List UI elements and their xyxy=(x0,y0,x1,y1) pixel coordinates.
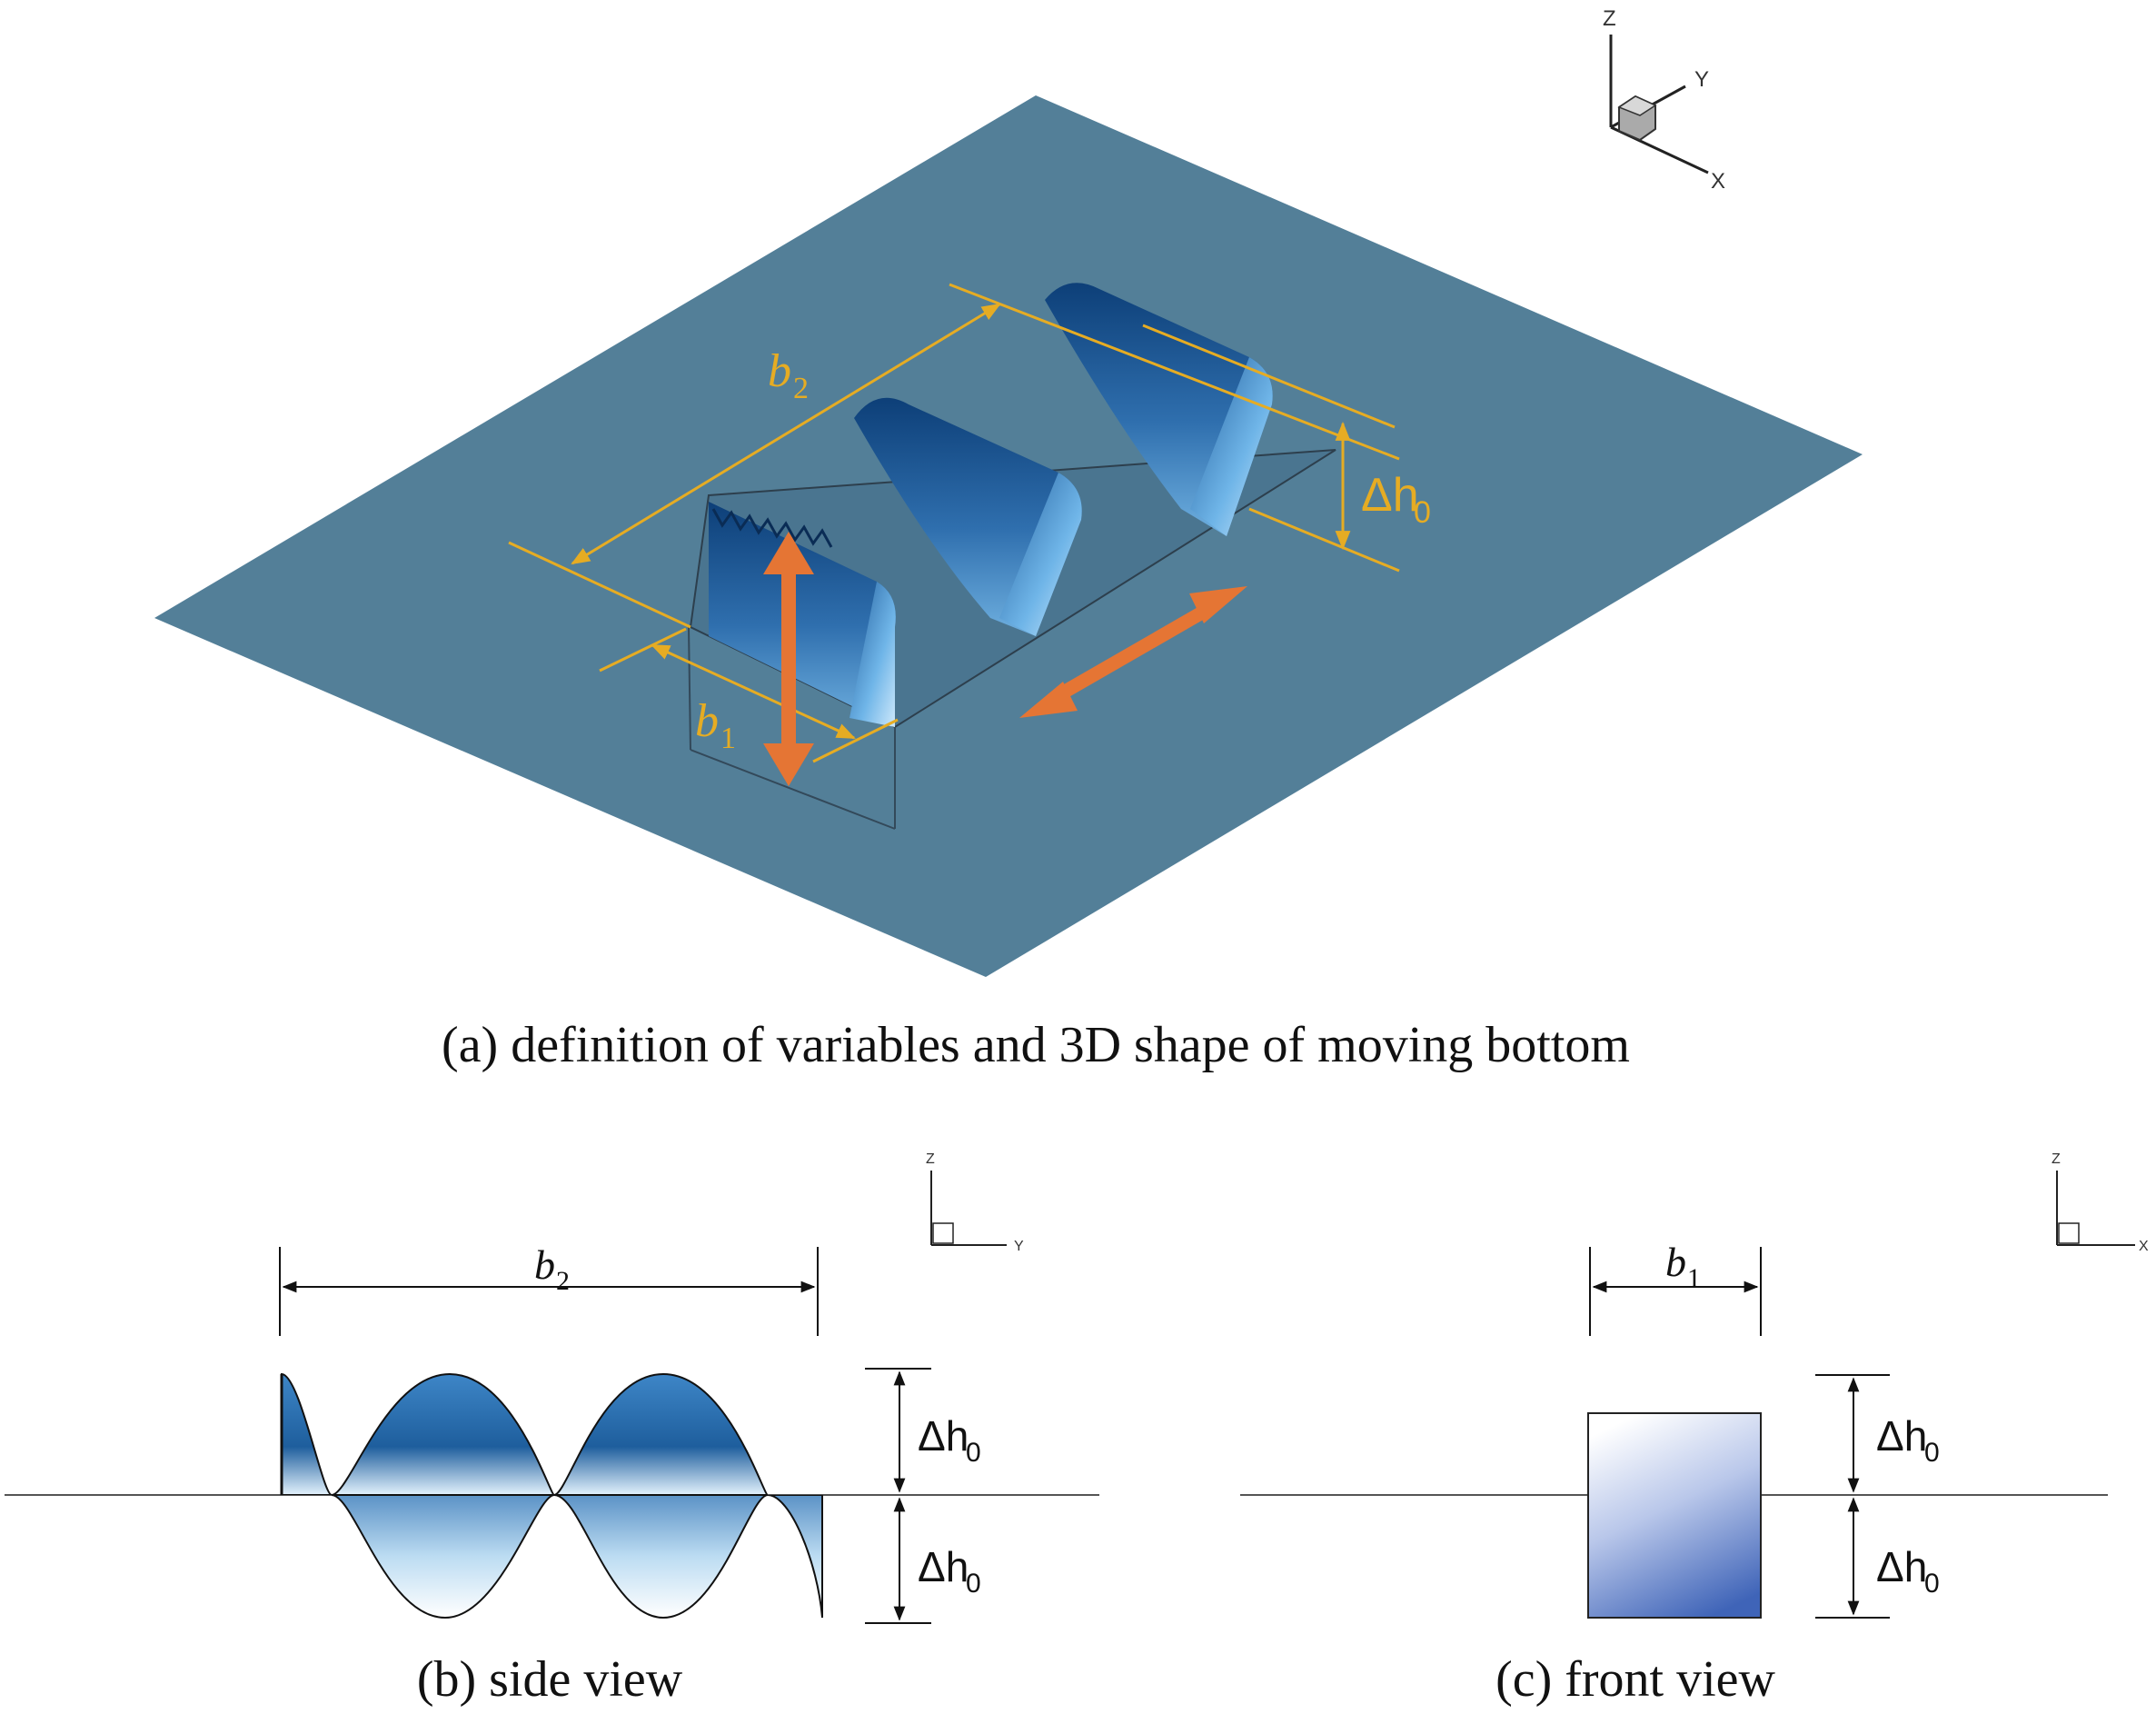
region-edge-line xyxy=(690,749,896,830)
dh0-upper-label: Δh xyxy=(918,1412,969,1460)
axis-triad-3d: Z Y X xyxy=(1603,6,1725,194)
caption-a: (a) definition of variables and 3D shape… xyxy=(442,1017,1630,1073)
b2-subscript: 2 xyxy=(793,372,809,405)
dh0-extension-line xyxy=(1142,324,1396,429)
dh0-lower-subscript: 0 xyxy=(1924,1569,1940,1599)
z-axis-label: Z xyxy=(2052,1151,2061,1167)
dh0-upper-label: Δh xyxy=(1876,1412,1927,1460)
b1-extension-line xyxy=(599,627,687,673)
x-axis-label: X xyxy=(1711,169,1725,194)
axis-triad-side: Z Y xyxy=(926,1151,1024,1254)
b1-dimension-arrow xyxy=(651,643,856,740)
trough-regions xyxy=(331,1495,823,1619)
dh0-upper-subscript: 0 xyxy=(966,1438,981,1468)
x-axis-label: X xyxy=(2139,1239,2149,1254)
vertical-motion-arrow xyxy=(763,532,814,786)
y-axis-label: Y xyxy=(1014,1239,1024,1254)
b2-label: b xyxy=(768,345,791,397)
dh0-lower-label: Δh xyxy=(918,1543,969,1590)
panel-b: b 2 Δh 0 Δh 0 Z Y xyxy=(5,1151,1099,1624)
b1-label: b xyxy=(1665,1239,1686,1285)
panel-a: b 2 b 1 Δh 0 Z xyxy=(154,6,1863,977)
b1-subscript: 1 xyxy=(720,722,736,755)
b1-subscript: 1 xyxy=(1687,1263,1701,1293)
b2-extension-line xyxy=(508,541,691,629)
z-axis-label: Z xyxy=(1603,6,1616,31)
dh0-upper-subscript: 0 xyxy=(1924,1438,1940,1468)
caption-b: (b) side view xyxy=(417,1651,683,1708)
front-block xyxy=(1587,1412,1762,1619)
caption-c: (c) front view xyxy=(1495,1651,1775,1708)
b1-label: b xyxy=(695,695,719,747)
dh0-subscript: 0 xyxy=(1414,495,1431,530)
crest-regions xyxy=(281,1372,769,1495)
z-axis-label: Z xyxy=(926,1151,935,1167)
dh0-label: Δh xyxy=(1361,469,1419,522)
panel-c: b 1 Δh 0 Δh 0 Z X xyxy=(1240,1151,2149,1619)
dh0-lower-subscript: 0 xyxy=(966,1569,981,1599)
b2-dimension-arrow xyxy=(571,303,1001,565)
dh0-extension-line xyxy=(1248,507,1400,573)
axis-triad-front: Z X xyxy=(2052,1151,2149,1254)
b2-subscript: 2 xyxy=(556,1266,570,1296)
b2-extension-line xyxy=(949,283,1400,461)
b2-label: b xyxy=(534,1241,555,1288)
y-axis-label: Y xyxy=(1694,67,1709,92)
dh0-lower-label: Δh xyxy=(1876,1543,1927,1590)
b1-extension-line xyxy=(812,718,899,763)
horizontal-motion-arrow xyxy=(1019,586,1247,718)
